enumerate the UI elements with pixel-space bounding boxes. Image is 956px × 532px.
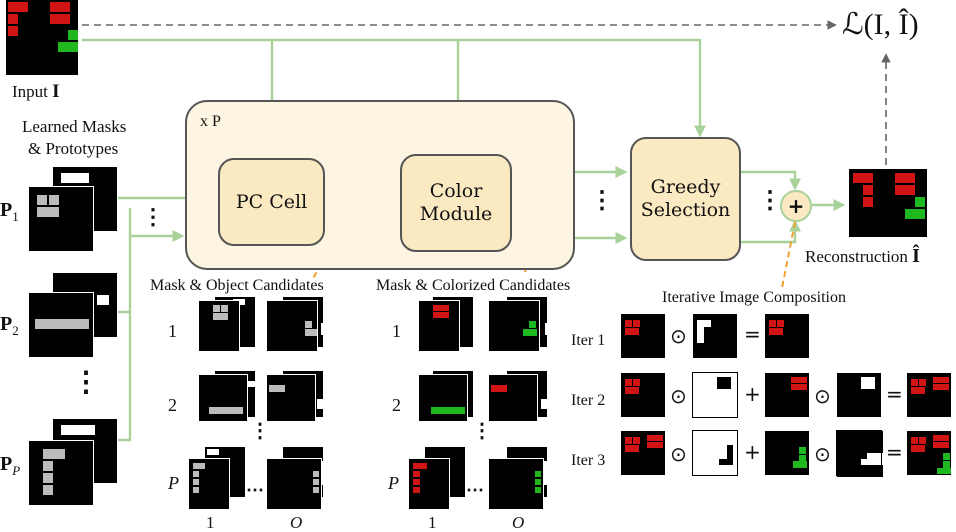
iter3-equals: = — [886, 440, 903, 464]
iter1-mask — [692, 313, 738, 359]
iter3-plus: + — [744, 440, 761, 464]
p2-label: P2 — [0, 313, 19, 338]
p2-prototype — [28, 292, 94, 358]
col-col-1: 1 — [428, 513, 437, 532]
pp-label: PP — [0, 453, 21, 478]
col-cand-P-O — [488, 458, 544, 510]
obj-cand-P-1 — [188, 458, 230, 510]
module-vellipsis: ⋮ — [590, 185, 614, 214]
obj-col-O: O — [290, 513, 303, 532]
xp-label: x P — [200, 113, 221, 130]
col-vellipsis: ⋮ — [472, 418, 492, 442]
greedy-line1: Greedy — [650, 176, 721, 199]
greedy-selection-box: Greedy Selection — [630, 137, 741, 261]
obj-hellipsis: ⋯ — [246, 480, 264, 501]
loss-label: ℒ(I, Î) — [842, 8, 919, 41]
iter3-canvas — [620, 430, 666, 476]
obj-cand-1-O — [266, 300, 318, 352]
iter3-cand — [764, 430, 810, 476]
col-cand-1-1 — [418, 300, 460, 352]
col-col-O: O — [512, 513, 525, 532]
pp-prototype — [28, 440, 94, 506]
iter3-inv-mask — [692, 430, 738, 476]
col-row-P: P — [388, 473, 399, 493]
pc-cell-label: PC Cell — [235, 190, 308, 213]
plus-node: + — [780, 190, 812, 222]
greedy-vellipsis: ⋮ — [758, 185, 782, 214]
iter3-label: Iter 3 — [571, 452, 606, 469]
reconstruction-label: Reconstruction Î — [805, 245, 920, 267]
reconstruction-image — [848, 168, 928, 238]
iter2-result — [906, 372, 952, 418]
col-row-1: 1 — [392, 321, 401, 341]
iter2-odot-1: ⊙ — [670, 384, 687, 408]
iter2-inv-mask — [692, 372, 738, 418]
col-row-2: 2 — [392, 395, 401, 415]
col-hellipsis: ⋯ — [466, 480, 484, 501]
iter3-result — [906, 430, 952, 476]
iter2-canvas — [620, 372, 666, 418]
proto-vellipsis-2: ⋮ — [142, 204, 164, 230]
obj-cand-1-1 — [198, 300, 240, 352]
p1-label: P1 — [0, 199, 19, 224]
obj-vellipsis: ⋮ — [250, 418, 270, 442]
obj-col-1: 1 — [206, 513, 215, 532]
iter1-result — [764, 313, 810, 359]
col-cand-2-O — [488, 374, 538, 422]
col-cand-P-1 — [408, 458, 450, 510]
iter1-cand — [620, 313, 666, 359]
iter1-equals: = — [744, 322, 761, 346]
greedy-line2: Selection — [640, 199, 731, 221]
col-cand-2-1 — [418, 374, 468, 422]
pc-cell-box: PC Cell — [218, 158, 325, 246]
input-label: Input I — [12, 81, 60, 102]
color-module-box: Color Module — [400, 154, 512, 252]
iter3-mask — [836, 430, 883, 477]
iterative-composition-label: Iterative Image Composition — [662, 289, 846, 306]
iter1-label: Iter 1 — [571, 332, 606, 349]
iter2-label: Iter 2 — [571, 392, 606, 409]
iter2-odot-2: ⊙ — [814, 384, 831, 408]
obj-cand-P-O — [266, 458, 322, 510]
iter2-mask — [836, 372, 882, 418]
obj-row-2: 2 — [168, 395, 177, 415]
iter2-equals: = — [886, 382, 903, 406]
iter2-cand — [764, 372, 810, 418]
color-module-line1: Color — [429, 180, 483, 203]
learned-masks-label-line2: & Prototypes — [28, 139, 119, 158]
obj-cand-2-1 — [198, 374, 248, 422]
iter1-odot: ⊙ — [670, 324, 687, 348]
iter3-odot-1: ⊙ — [670, 442, 687, 466]
col-cand-1-O — [488, 300, 540, 352]
input-image — [6, 0, 78, 75]
mask-object-candidates-label: Mask & Object Candidates — [150, 277, 324, 294]
callout-plus — [781, 221, 796, 289]
proto-vellipsis: ⋮ — [72, 365, 100, 398]
mask-colorized-candidates-label: Mask & Colorized Candidates — [376, 277, 571, 294]
iter3-odot-2: ⊙ — [814, 442, 831, 466]
obj-row-P: P — [168, 473, 179, 493]
obj-cand-2-O — [266, 374, 316, 422]
learned-masks-label-line1: Learned Masks — [22, 117, 127, 136]
color-module-line2: Module — [419, 203, 493, 225]
iter2-plus: + — [744, 382, 761, 406]
p1-prototype — [28, 186, 94, 252]
obj-row-1: 1 — [168, 321, 177, 341]
